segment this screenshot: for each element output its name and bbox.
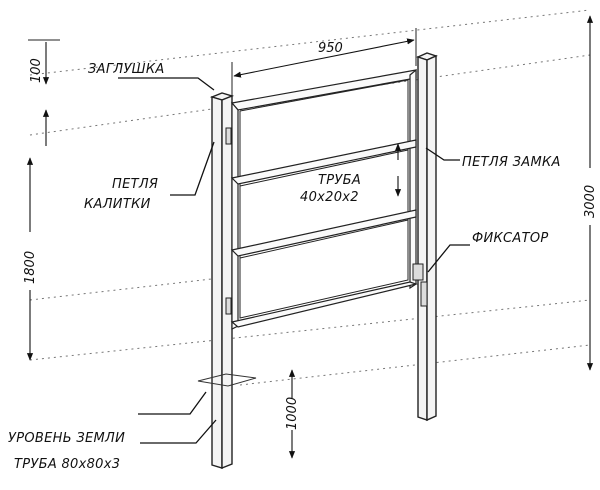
ground-plate bbox=[197, 373, 257, 387]
dim-burial-label: 1000 bbox=[285, 397, 300, 430]
dim-width bbox=[231, 28, 417, 98]
gate-frame bbox=[230, 68, 419, 330]
dim-total-label: 3000 bbox=[583, 185, 598, 218]
label-gate-hinge-1: ПЕТЛЯ bbox=[112, 177, 158, 192]
label-ground-level: УРОВЕНЬ ЗЕМЛИ bbox=[8, 431, 125, 446]
right-post bbox=[416, 52, 438, 422]
dim-gate-label: 1800 bbox=[23, 251, 38, 284]
label-tube-post: ТРУБА 80х80х3 bbox=[14, 457, 120, 472]
label-tube-small-1: ТРУБА bbox=[318, 173, 361, 188]
dim-cap-label: 100 bbox=[29, 58, 44, 83]
dim-width-label: 950 bbox=[318, 41, 343, 56]
hardware bbox=[225, 127, 428, 315]
label-latch: ФИКСАТОР bbox=[472, 231, 549, 246]
label-tube-small-2: 40х20х2 bbox=[300, 190, 359, 205]
leaders bbox=[118, 77, 470, 444]
dim-cap bbox=[28, 39, 60, 146]
label-gate-hinge-2: КАЛИТКИ bbox=[84, 197, 151, 212]
label-lock-hinge: ПЕТЛЯ ЗАМКА bbox=[462, 155, 561, 170]
label-cap: ЗАГЛУШКА bbox=[88, 62, 165, 77]
left-post bbox=[209, 92, 235, 470]
